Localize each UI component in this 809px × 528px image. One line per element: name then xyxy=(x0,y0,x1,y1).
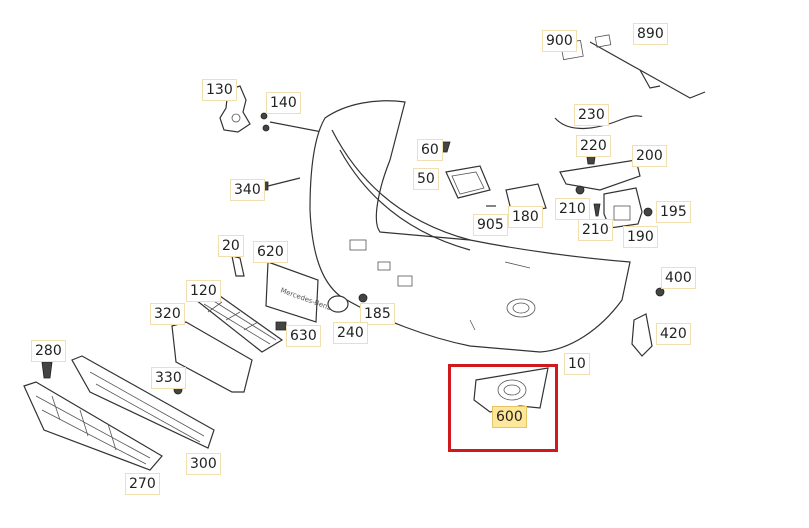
label-230[interactable]: 230 xyxy=(574,104,609,126)
clip-280 xyxy=(41,361,53,379)
clip-185 xyxy=(358,293,368,303)
label-240[interactable]: 240 xyxy=(333,322,368,344)
label-210-bottom[interactable]: 210 xyxy=(578,219,613,241)
cap-240 xyxy=(327,295,349,313)
label-400[interactable]: 400 xyxy=(661,267,696,289)
bracket-200 xyxy=(559,149,641,195)
label-10[interactable]: 10 xyxy=(564,353,590,375)
cable-230 xyxy=(554,115,643,130)
bumper-cover-10 xyxy=(309,100,631,353)
label-195[interactable]: 195 xyxy=(656,201,691,223)
label-270[interactable]: 270 xyxy=(125,473,160,495)
label-300[interactable]: 300 xyxy=(186,453,221,475)
label-185[interactable]: 185 xyxy=(360,303,395,325)
label-600[interactable]: 600 xyxy=(492,406,527,428)
sensor-190 xyxy=(593,187,653,229)
bracket-50 xyxy=(439,141,491,199)
label-900[interactable]: 900 xyxy=(542,30,577,52)
label-120[interactable]: 120 xyxy=(186,280,221,302)
label-220[interactable]: 220 xyxy=(576,135,611,157)
label-200[interactable]: 200 xyxy=(632,145,667,167)
clip-20 xyxy=(231,255,245,277)
label-180[interactable]: 180 xyxy=(508,206,543,228)
label-340[interactable]: 340 xyxy=(230,179,265,201)
screw-340 xyxy=(259,177,301,191)
highlight-callout-box xyxy=(448,364,558,452)
label-890[interactable]: 890 xyxy=(633,23,668,45)
bracket-420 xyxy=(631,287,665,357)
grille-300 xyxy=(71,355,215,449)
plate-carrier-320 xyxy=(171,321,253,393)
label-20[interactable]: 20 xyxy=(218,235,244,257)
label-140[interactable]: 140 xyxy=(266,92,301,114)
label-320[interactable]: 320 xyxy=(150,303,185,325)
grille-270 xyxy=(23,381,163,471)
label-280[interactable]: 280 xyxy=(31,340,66,362)
label-630[interactable]: 630 xyxy=(286,325,321,347)
label-330[interactable]: 330 xyxy=(151,367,186,389)
label-420[interactable]: 420 xyxy=(656,323,691,345)
label-50[interactable]: 50 xyxy=(413,168,439,190)
label-905[interactable]: 905 xyxy=(473,214,508,236)
label-190[interactable]: 190 xyxy=(623,226,658,248)
label-620[interactable]: 620 xyxy=(253,241,288,263)
label-210-top[interactable]: 210 xyxy=(555,198,590,220)
label-130[interactable]: 130 xyxy=(202,79,237,101)
screws-140 xyxy=(260,112,323,133)
label-60[interactable]: 60 xyxy=(417,139,443,161)
screw-630 xyxy=(275,321,287,331)
